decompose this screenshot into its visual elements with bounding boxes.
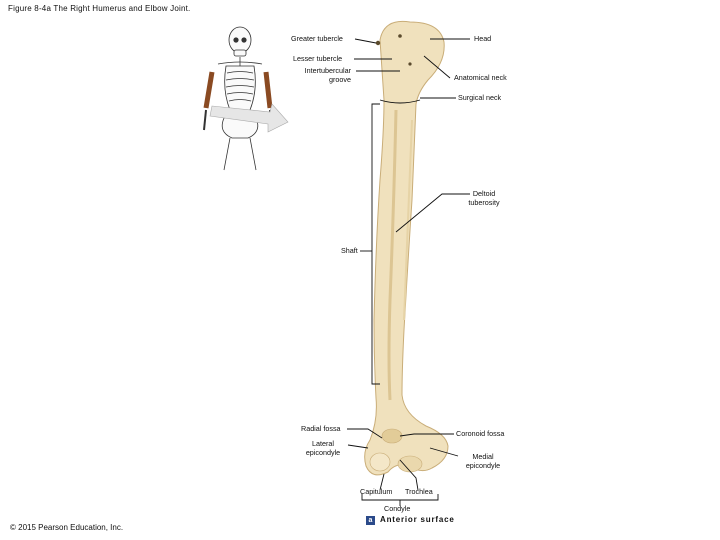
label-intertubercular-line1: Intertubercular	[304, 66, 351, 75]
label-head: Head	[474, 34, 492, 43]
label-trochlea: Trochlea	[405, 487, 433, 496]
humerus-bone	[364, 20, 449, 476]
label-coronoid-fossa: Coronoid fossa	[456, 429, 505, 438]
label-radial-fossa: Radial fossa	[301, 424, 341, 433]
highlighted-humerus	[203, 71, 215, 109]
label-medial-epicondyle: Medial epicondyle	[458, 452, 508, 470]
label-greater-tubercle: Greater tubercle	[291, 34, 343, 43]
pointer-arrow	[209, 103, 289, 133]
view-badge: a	[366, 516, 375, 525]
label-capitulum: Capitulum	[360, 487, 393, 496]
skeleton-thumbnail	[203, 26, 273, 171]
figure-title: Figure 8-4a The Right Humerus and Elbow …	[8, 4, 191, 13]
label-lesser-tubercle: Lesser tubercle	[293, 54, 343, 63]
copyright-notice: © 2015 Pearson Education, Inc.	[10, 523, 124, 532]
view-label: Anterior surface	[380, 515, 455, 524]
label-lateral-line1: Lateral	[312, 439, 334, 448]
label-lateral-line2: epicondyle	[305, 447, 341, 457]
label-lateral-epicondyle: Lateral epicondyle	[298, 439, 348, 457]
label-surgical-neck: Surgical neck	[458, 93, 502, 102]
label-deltoid-tuberosity: Deltoid tuberosity	[462, 189, 506, 207]
label-intertubercular-line2: groove	[329, 74, 351, 84]
label-shaft: Shaft	[341, 246, 358, 255]
label-intertubercular-groove: Intertubercular groove	[293, 66, 351, 84]
label-medial-line2: epicondyle	[465, 460, 501, 470]
label-medial-line1: Medial	[472, 452, 494, 461]
label-deltoid-line2: tuberosity	[468, 197, 500, 207]
label-anatomical-neck: Anatomical neck	[454, 73, 507, 82]
label-condyle: Condyle	[384, 504, 411, 513]
leader-lines	[347, 38, 470, 506]
label-deltoid-line1: Deltoid	[472, 189, 496, 198]
